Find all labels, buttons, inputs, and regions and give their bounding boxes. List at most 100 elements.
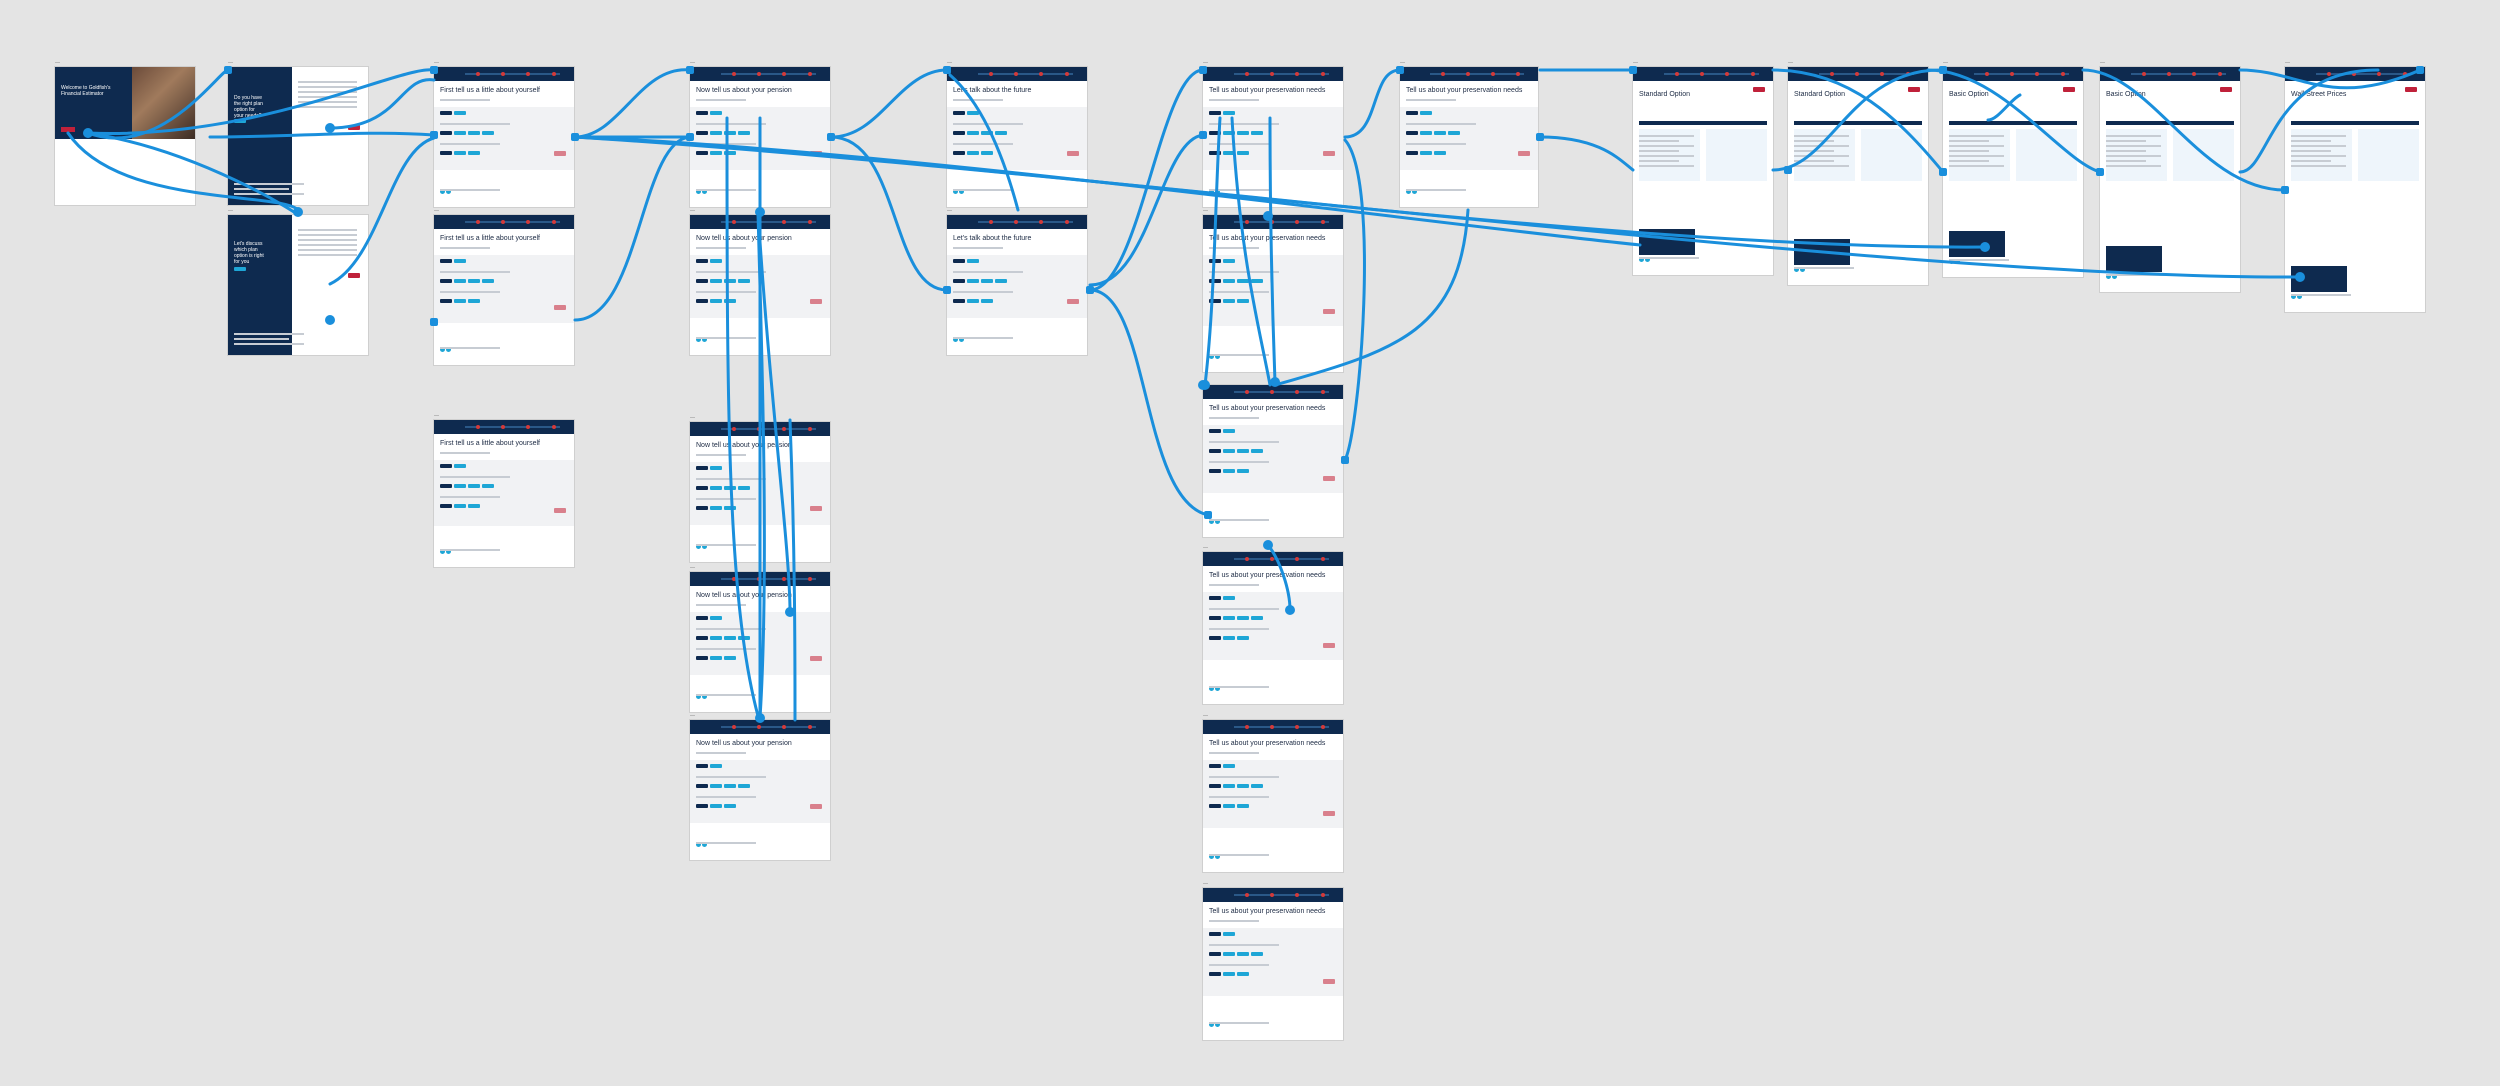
answer-chip[interactable] xyxy=(738,486,750,490)
next-button[interactable] xyxy=(554,508,566,513)
artboard-form[interactable]: Now tell us about your pension xyxy=(690,422,830,562)
continue-button[interactable] xyxy=(348,273,360,278)
answer-chip[interactable] xyxy=(710,466,722,470)
print-button[interactable] xyxy=(2063,87,2075,92)
answer-chip[interactable] xyxy=(710,486,722,490)
answer-chip[interactable] xyxy=(1251,784,1263,788)
answer-chip[interactable] xyxy=(1223,616,1235,620)
answer-chip[interactable] xyxy=(710,259,722,263)
answer-chip[interactable] xyxy=(454,259,466,263)
next-button[interactable] xyxy=(234,119,246,123)
next-button[interactable] xyxy=(810,804,822,809)
answer-chip[interactable] xyxy=(1223,131,1235,135)
answer-chip[interactable] xyxy=(967,259,979,263)
artboard-form[interactable]: Let's talk about the future xyxy=(947,215,1087,355)
next-button[interactable] xyxy=(554,305,566,310)
answer-chip[interactable] xyxy=(696,299,708,303)
answer-chip[interactable] xyxy=(696,131,708,135)
answer-chip[interactable] xyxy=(724,486,736,490)
artboard-form[interactable]: First tell us a little about yourself xyxy=(434,67,574,207)
artboard-form[interactable]: Tell us about your preservation needs xyxy=(1203,552,1343,704)
answer-chip[interactable] xyxy=(1434,131,1446,135)
answer-chip[interactable] xyxy=(482,131,494,135)
next-button[interactable] xyxy=(234,267,246,271)
answer-chip[interactable] xyxy=(696,764,708,768)
answer-chip[interactable] xyxy=(696,151,708,155)
next-button[interactable] xyxy=(1323,151,1335,156)
answer-chip[interactable] xyxy=(1223,151,1235,155)
artboard-form[interactable]: Tell us about your preservation needs xyxy=(1203,385,1343,537)
answer-chip[interactable] xyxy=(1223,111,1235,115)
answer-chip[interactable] xyxy=(1209,111,1221,115)
answer-chip[interactable] xyxy=(440,299,452,303)
answer-chip[interactable] xyxy=(1223,279,1235,283)
artboard-plan[interactable]: Basic Option xyxy=(2100,67,2240,292)
answer-chip[interactable] xyxy=(1223,596,1235,600)
answer-chip[interactable] xyxy=(1420,151,1432,155)
answer-chip[interactable] xyxy=(1209,804,1221,808)
answer-chip[interactable] xyxy=(696,656,708,660)
answer-chip[interactable] xyxy=(995,131,1007,135)
answer-chip[interactable] xyxy=(1223,259,1235,263)
answer-chip[interactable] xyxy=(724,131,736,135)
answer-chip[interactable] xyxy=(440,484,452,488)
answer-chip[interactable] xyxy=(710,279,722,283)
artboard-form[interactable]: Tell us about your preservation needs xyxy=(1203,720,1343,872)
answer-chip[interactable] xyxy=(738,131,750,135)
answer-chip[interactable] xyxy=(1223,449,1235,453)
answer-chip[interactable] xyxy=(454,484,466,488)
next-button[interactable] xyxy=(1323,476,1335,481)
answer-chip[interactable] xyxy=(440,279,452,283)
artboard-welcome[interactable]: Welcome to Goldfish's Financial Estimato… xyxy=(55,67,195,205)
answer-chip[interactable] xyxy=(953,131,965,135)
artboard-pension-q1[interactable]: Do you have the right plan option for yo… xyxy=(228,67,368,205)
answer-chip[interactable] xyxy=(1406,111,1418,115)
answer-chip[interactable] xyxy=(738,279,750,283)
next-button[interactable] xyxy=(810,151,822,156)
answer-chip[interactable] xyxy=(696,486,708,490)
answer-chip[interactable] xyxy=(1223,972,1235,976)
answer-chip[interactable] xyxy=(1223,299,1235,303)
answer-chip[interactable] xyxy=(1209,259,1221,263)
answer-chip[interactable] xyxy=(1420,131,1432,135)
answer-chip[interactable] xyxy=(696,111,708,115)
answer-chip[interactable] xyxy=(454,464,466,468)
answer-chip[interactable] xyxy=(696,466,708,470)
answer-chip[interactable] xyxy=(1223,784,1235,788)
answer-chip[interactable] xyxy=(724,506,736,510)
answer-chip[interactable] xyxy=(710,131,722,135)
answer-chip[interactable] xyxy=(440,131,452,135)
artboard-plan[interactable]: Basic Option xyxy=(1943,67,2083,277)
answer-chip[interactable] xyxy=(454,131,466,135)
answer-chip[interactable] xyxy=(953,151,965,155)
answer-chip[interactable] xyxy=(724,804,736,808)
artboard-form[interactable]: Tell us about your preservation needs xyxy=(1203,215,1343,372)
answer-chip[interactable] xyxy=(710,506,722,510)
answer-chip[interactable] xyxy=(1420,111,1432,115)
answer-chip[interactable] xyxy=(1237,299,1249,303)
answer-chip[interactable] xyxy=(440,464,452,468)
answer-chip[interactable] xyxy=(1209,596,1221,600)
answer-chip[interactable] xyxy=(1237,636,1249,640)
answer-chip[interactable] xyxy=(1223,429,1235,433)
answer-chip[interactable] xyxy=(953,279,965,283)
answer-chip[interactable] xyxy=(696,784,708,788)
answer-chip[interactable] xyxy=(1209,636,1221,640)
answer-chip[interactable] xyxy=(1251,279,1263,283)
answer-chip[interactable] xyxy=(1209,616,1221,620)
artboard-form[interactable]: Now tell us about your pension xyxy=(690,215,830,355)
artboard-form[interactable]: Now tell us about your pension xyxy=(690,67,830,207)
next-button[interactable] xyxy=(1323,643,1335,648)
answer-chip[interactable] xyxy=(1223,469,1235,473)
answer-chip[interactable] xyxy=(710,151,722,155)
answer-chip[interactable] xyxy=(981,279,993,283)
next-button[interactable] xyxy=(1323,811,1335,816)
answer-chip[interactable] xyxy=(1251,952,1263,956)
answer-chip[interactable] xyxy=(724,636,736,640)
answer-chip[interactable] xyxy=(1209,449,1221,453)
answer-chip[interactable] xyxy=(967,111,979,115)
answer-chip[interactable] xyxy=(1209,429,1221,433)
answer-chip[interactable] xyxy=(482,484,494,488)
answer-chip[interactable] xyxy=(1434,151,1446,155)
